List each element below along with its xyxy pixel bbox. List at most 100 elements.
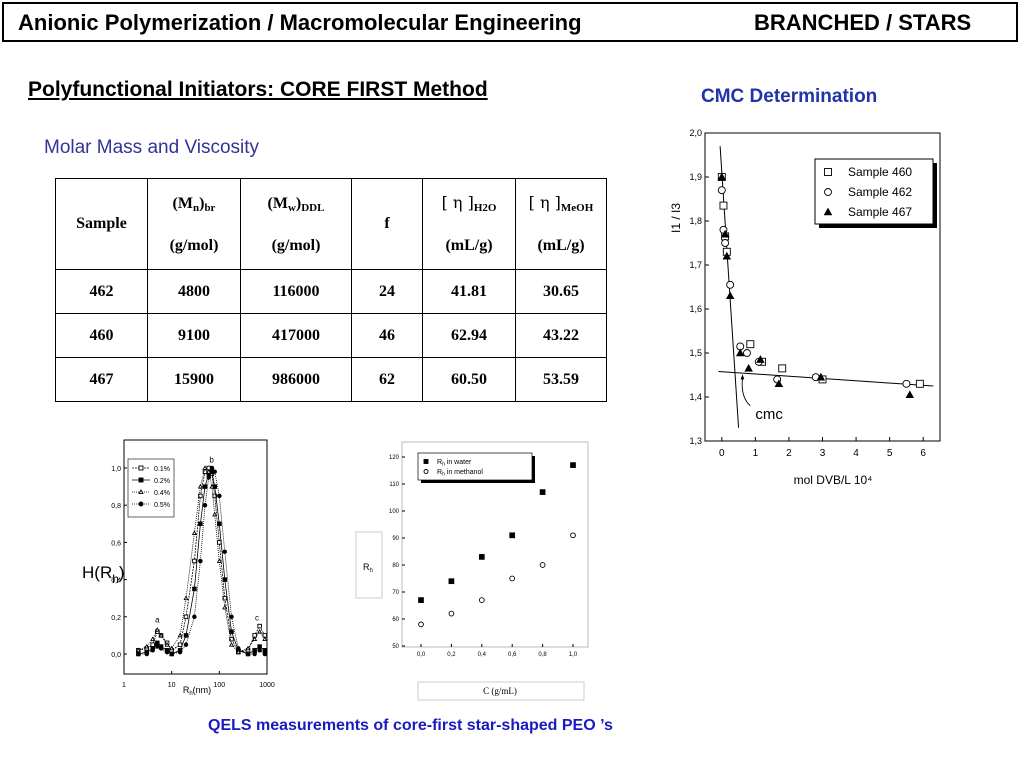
y-tick-label: 100 (389, 509, 400, 515)
y-tick-label: 120 (389, 455, 400, 461)
data-point (235, 649, 241, 655)
cell-f: 24 (351, 269, 423, 314)
data-point (144, 651, 149, 657)
data-point (509, 532, 516, 539)
legend-label: 0.2% (154, 478, 170, 485)
data-point (252, 651, 257, 657)
cell-mw: 116000 (240, 269, 352, 314)
x-tick-label: 6 (920, 448, 926, 459)
data-point (915, 379, 924, 388)
y-axis-label: I1 / I3 (669, 203, 683, 233)
peak-label: a (155, 615, 160, 624)
legend-marker (423, 469, 429, 474)
data-point (144, 643, 150, 649)
header-mn: (Mn)br (g/mol) (147, 178, 241, 270)
x-axis-label: C (g/mL) (483, 686, 517, 696)
y-axis-label: Rh (363, 562, 373, 574)
data-point (725, 291, 735, 300)
x-tick-label: 0,4 (478, 652, 487, 658)
y-label-box (355, 531, 383, 599)
data-point (183, 595, 189, 601)
data-point (717, 186, 726, 195)
banner-title: Anionic Polymerization / Macromolecular … (18, 10, 582, 35)
data-point (570, 532, 576, 539)
data-point (136, 651, 141, 657)
data-point (217, 521, 222, 527)
data-point (222, 577, 228, 582)
y-tick-label: 1,5 (689, 348, 702, 358)
data-point (262, 636, 268, 642)
cmc-chart-title: CMC Determination (701, 86, 878, 107)
legend-label: Sample 467 (848, 205, 912, 219)
cell-sample: 460 (55, 313, 148, 358)
peak-label: c (255, 614, 259, 623)
data-point (539, 489, 546, 495)
data-point (198, 558, 203, 564)
x-tick-label: 0,8 (538, 652, 547, 658)
y-tick-label: 0,2 (111, 615, 121, 622)
title-banner: Anionic Polymerization / Macromolecular … (2, 2, 1018, 42)
data-point (539, 562, 546, 568)
x-tick-label: 0,6 (508, 652, 517, 658)
data-point (236, 646, 241, 651)
data-point (202, 465, 208, 470)
legend-marker (138, 489, 144, 495)
data-point (509, 575, 516, 582)
data-point (135, 647, 141, 653)
cell-f: 62 (351, 357, 423, 402)
data-point (177, 632, 183, 638)
y-tick-label: 70 (392, 590, 399, 596)
legend-box (127, 458, 175, 518)
data-point (169, 651, 174, 657)
header-sample: Sample (55, 178, 148, 270)
data-point (262, 651, 268, 657)
x-label-box (417, 681, 585, 701)
data-point (209, 483, 215, 489)
cmc-arrow (741, 377, 751, 407)
y-tick-label: 110 (389, 482, 399, 488)
legend-marker (138, 465, 144, 471)
x-tick-label: 0 (719, 448, 725, 459)
data-point (245, 651, 251, 657)
data-point (774, 379, 784, 388)
data-point (212, 469, 217, 474)
y-tick-label: 0,4 (111, 578, 121, 585)
data-point (228, 641, 235, 647)
data-point (229, 614, 234, 620)
table-section-title: Molar Mass and Viscosity (44, 137, 260, 158)
legend-label: 0.5% (154, 502, 170, 509)
y-tick-label: 1,6 (689, 304, 702, 314)
plot-frame (401, 441, 589, 648)
data-point (192, 614, 197, 620)
x-tick-label: 1 (753, 448, 759, 459)
data-point (722, 251, 732, 260)
header-eta-meoh: [ η ]MeOH (mL/g) (515, 178, 607, 270)
cmc-annotation: cmc (755, 406, 783, 423)
data-point (169, 645, 175, 651)
data-point (202, 484, 208, 489)
data-point (209, 465, 215, 471)
data-point (717, 172, 727, 181)
data-point (257, 623, 262, 629)
x-tick-label: 3 (820, 448, 826, 459)
data-point (150, 636, 156, 642)
data-point (158, 632, 164, 638)
y-tick-label: 80 (392, 563, 399, 569)
y-tick-label: 2,0 (689, 128, 702, 138)
data-point (257, 648, 262, 653)
data-point (206, 475, 212, 480)
legend-label: Sample 462 (848, 185, 912, 199)
table-header-row: Sample (Mn)br (g/mol) (Mw)DDL (g/mol) f … (55, 178, 607, 270)
data-point (212, 511, 218, 517)
header-eta-h2o: [ η ]H2O (mL/g) (422, 178, 516, 270)
data-point (719, 201, 728, 210)
data-point (816, 372, 826, 381)
footer-caption: QELS measurements of core-first star-sha… (208, 717, 613, 734)
y-tick-label: 1,9 (689, 172, 702, 182)
cell-eta-h2o: 41.81 (422, 269, 516, 314)
data-point (257, 628, 263, 634)
data-point (191, 530, 197, 535)
